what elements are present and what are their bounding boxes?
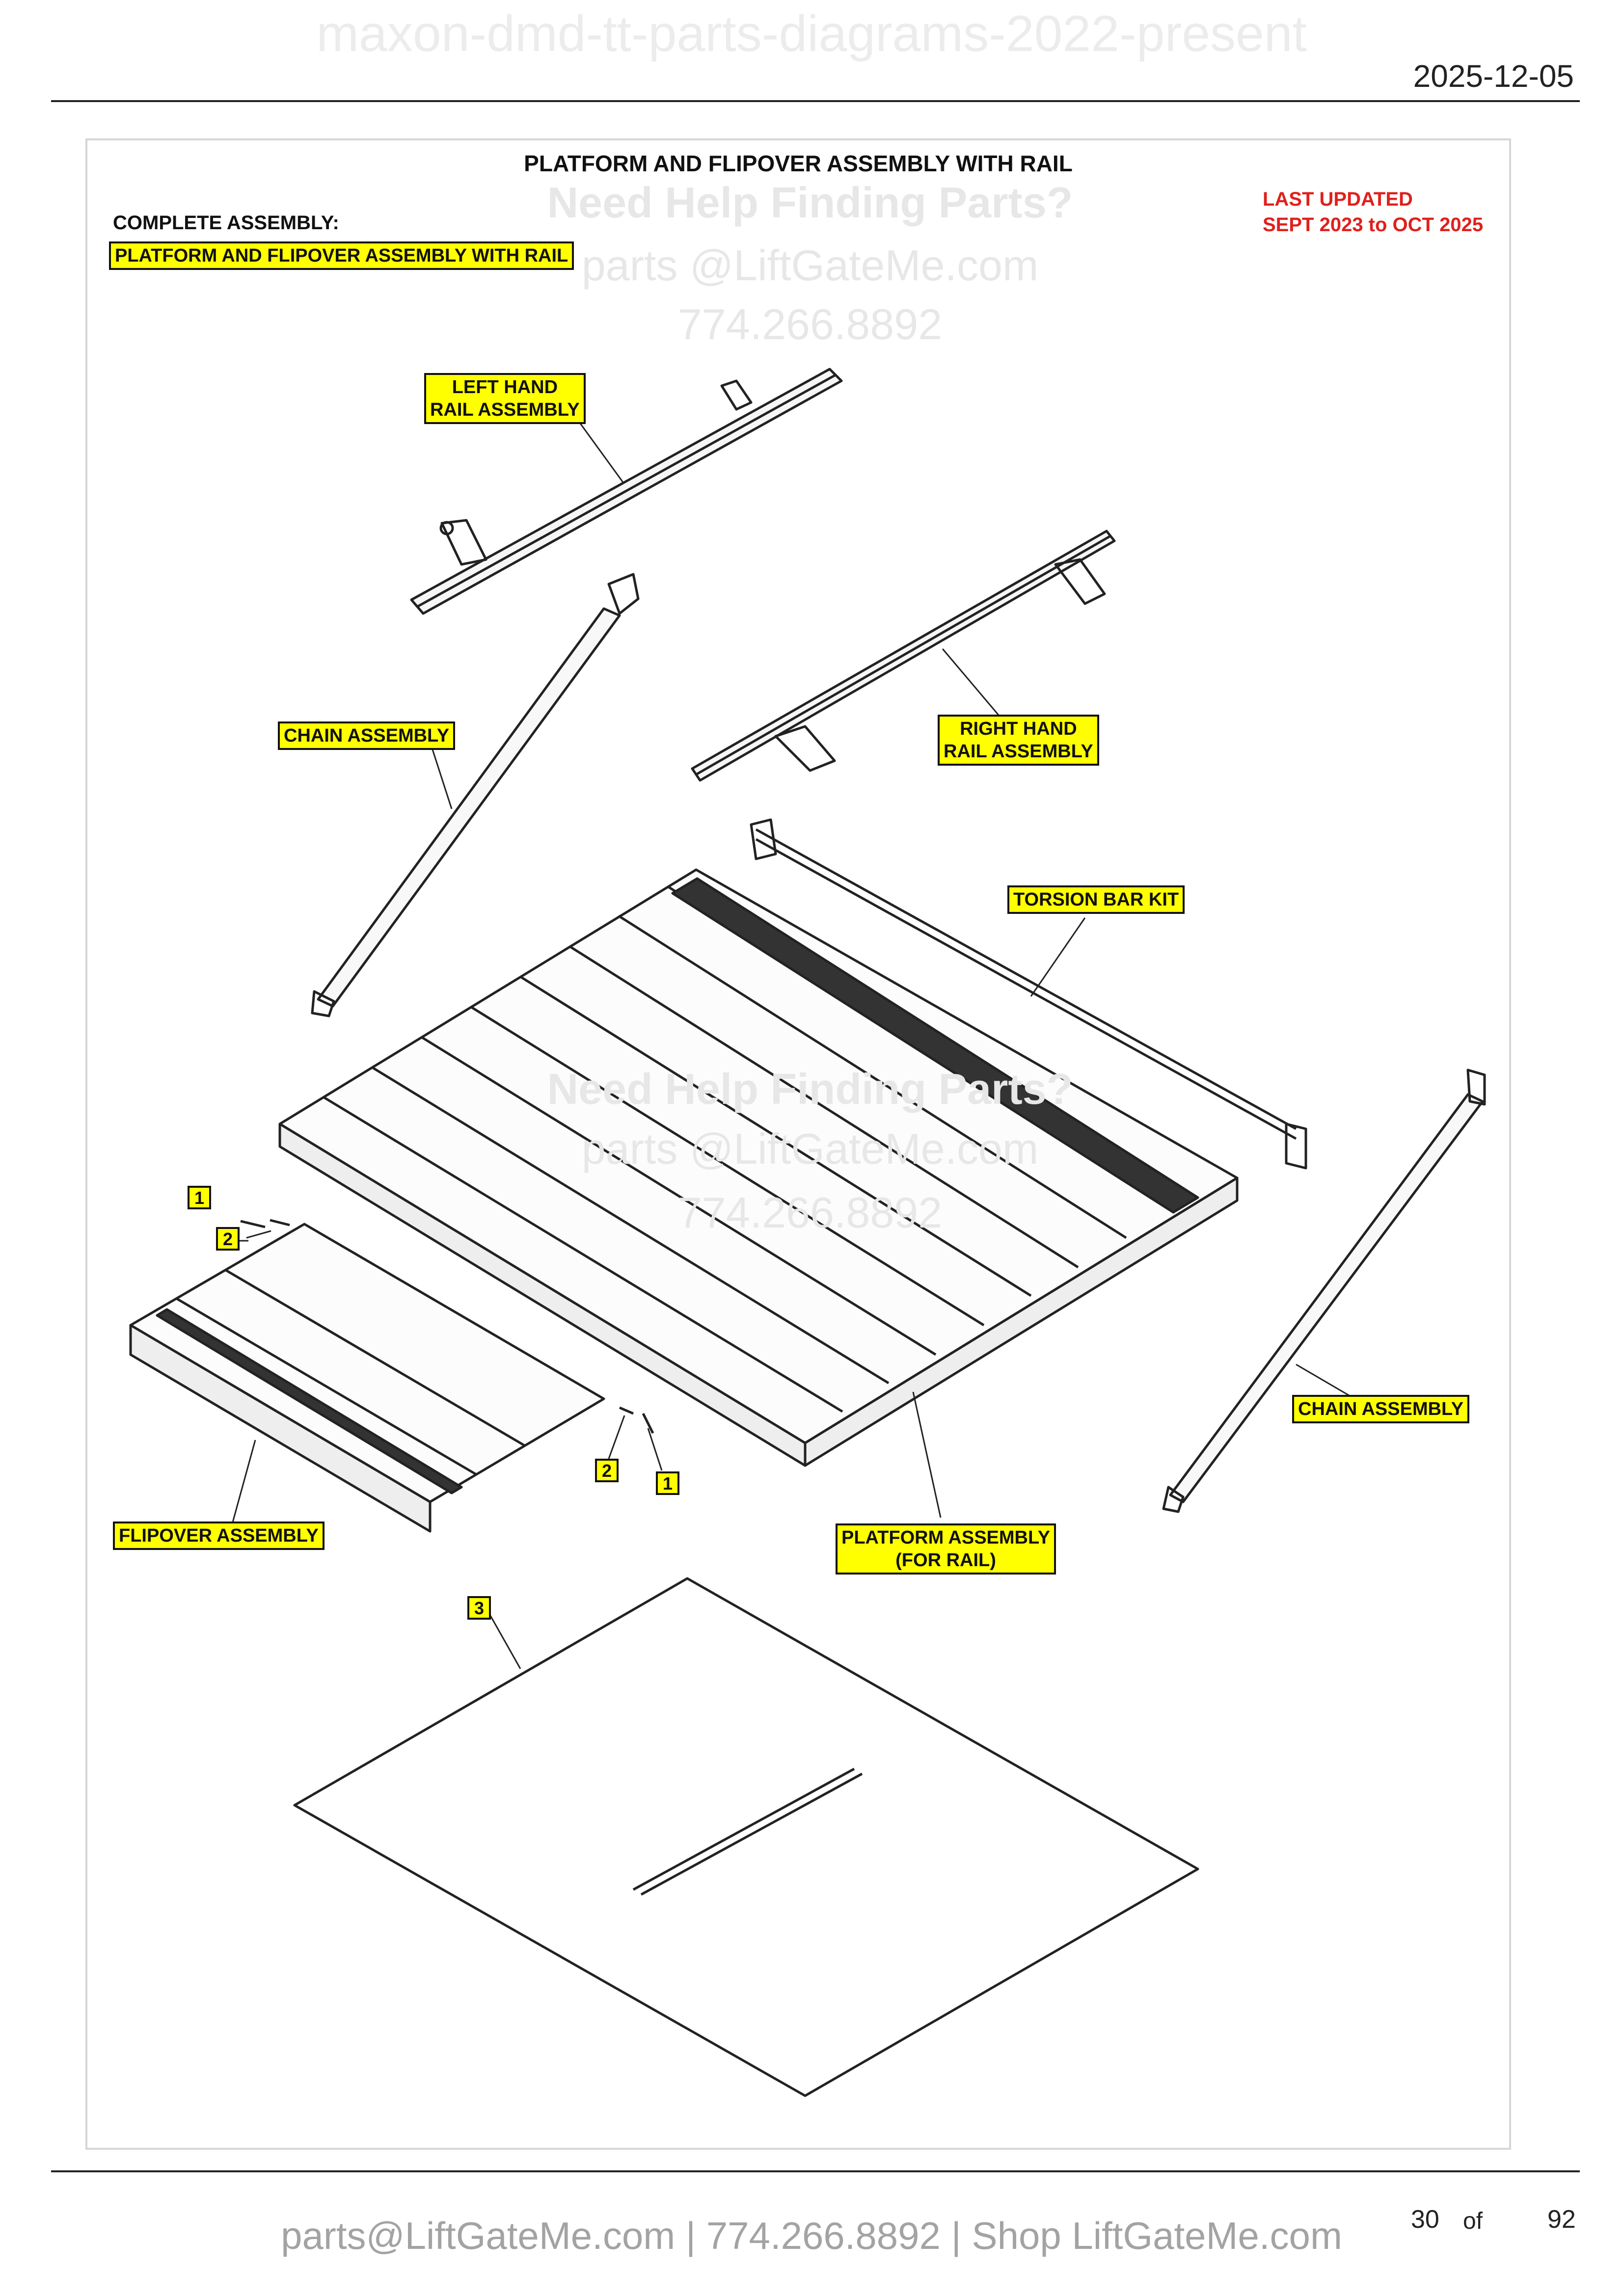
callout-2-left: 2	[216, 1227, 240, 1251]
right-hand-rail-drawing	[691, 530, 1116, 782]
tag-line: RAIL ASSEMBLY	[944, 741, 1093, 762]
right-hand-rail-tag: RIGHT HAND RAIL ASSEMBLY	[938, 715, 1099, 766]
tag-line: RAIL ASSEMBLY	[430, 400, 580, 420]
tag-line: RIGHT HAND	[960, 719, 1077, 739]
document-name-watermark: maxon-dmd-tt-parts-diagrams-2022-present	[316, 5, 1307, 62]
left-chain-assembly-tag: CHAIN ASSEMBLY	[278, 721, 456, 750]
cover-sheet-drawing	[293, 1577, 1199, 2097]
leader-lines	[223, 422, 1360, 1669]
watermark-phone-top: 774.266.8892	[677, 300, 943, 348]
left-chain-drawing	[311, 573, 640, 1017]
callout-3: 3	[467, 1596, 491, 1620]
page-of-label: of	[1463, 2208, 1483, 2234]
callout-1-right: 1	[656, 1471, 679, 1495]
last-updated-note: LAST UPDATED SEPT 2023 to OCT 2025	[1263, 187, 1483, 238]
watermark-help-middle: Need Help Finding Parts?	[547, 1065, 1073, 1113]
platform-assembly-tag: PLATFORM ASSEMBLY (FOR RAIL)	[836, 1523, 1056, 1575]
footer-contact: parts@LiftGateMe.com | 774.266.8892 | Sh…	[281, 2214, 1342, 2257]
watermark-email-middle: parts @LiftGateMe.com	[581, 1124, 1039, 1173]
pin-hardware-drawing	[240, 1219, 654, 1434]
footer-divider	[51, 2170, 1580, 2172]
complete-assembly-label: COMPLETE ASSEMBLY:	[113, 212, 339, 234]
page-number: 30	[1411, 2205, 1439, 2234]
right-chain-drawing	[1162, 1068, 1486, 1513]
tag-line: PLATFORM ASSEMBLY	[841, 1527, 1051, 1548]
last-updated-range: SEPT 2023 to OCT 2025	[1263, 214, 1484, 236]
complete-assembly-tag: PLATFORM AND FLIPOVER ASSEMBLY WITH RAIL	[109, 241, 574, 270]
left-hand-rail-tag: LEFT HAND RAIL ASSEMBLY	[424, 373, 586, 424]
header-divider	[51, 100, 1580, 102]
watermark-help-top: Need Help Finding Parts?	[547, 178, 1073, 227]
print-date: 2025-12-05	[1413, 58, 1574, 94]
torsion-bar-kit-tag: TORSION BAR KIT	[1007, 885, 1185, 914]
diagram-title: PLATFORM AND FLIPOVER ASSEMBLY WITH RAIL	[524, 151, 1073, 176]
torsion-bar-drawing	[750, 818, 1307, 1170]
last-updated-label: LAST UPDATED	[1263, 188, 1413, 210]
watermark-email-top: parts @LiftGateMe.com	[581, 241, 1039, 290]
flipover-assembly-tag: FLIPOVER ASSEMBLY	[113, 1522, 325, 1550]
callout-2-right: 2	[595, 1459, 619, 1482]
tag-line: LEFT HAND	[452, 377, 558, 398]
platform-drawing	[278, 868, 1239, 1467]
diagram-frame	[85, 138, 1511, 2150]
left-hand-rail-drawing	[410, 368, 843, 615]
watermark-phone-middle: 774.266.8892	[677, 1188, 943, 1237]
tag-line: (FOR RAIL)	[895, 1550, 996, 1571]
callout-1-left: 1	[188, 1186, 211, 1209]
flipover-drawing	[129, 1223, 605, 1533]
right-chain-assembly-tag: CHAIN ASSEMBLY	[1292, 1395, 1470, 1423]
page-total: 92	[1547, 2205, 1576, 2234]
